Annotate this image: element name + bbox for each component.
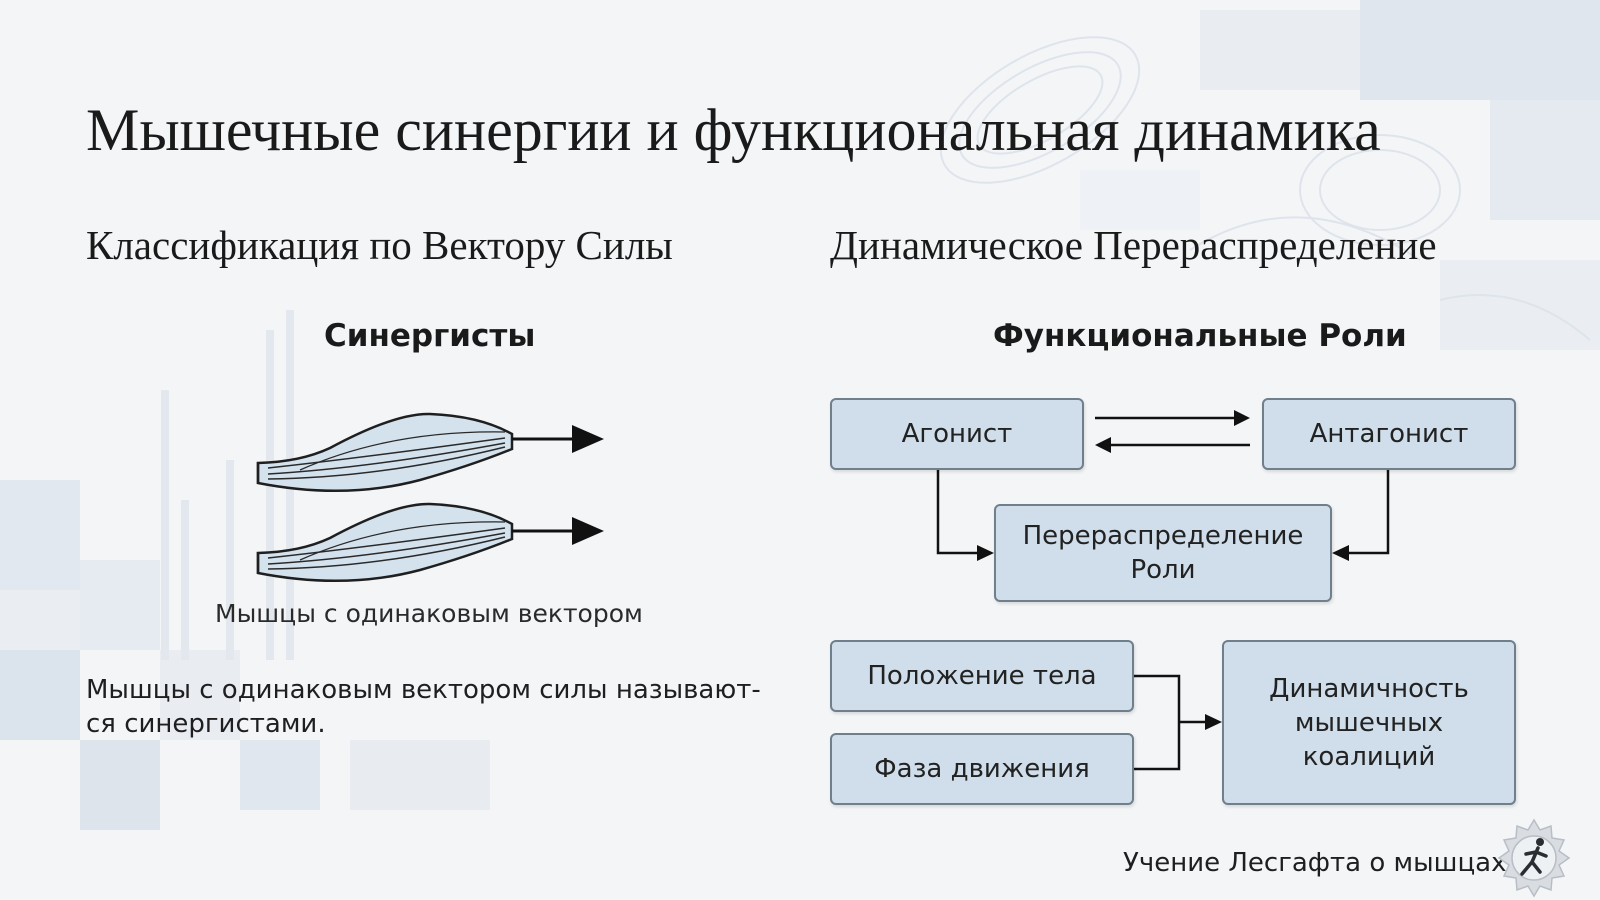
right-section-heading: Динамическое Перераспределение — [830, 222, 1437, 268]
antagonist-label: Антагонист — [1309, 419, 1469, 449]
redistribution-label: Перераспределение Роли — [1022, 521, 1304, 585]
agonist-antagonist-arrows — [1095, 410, 1250, 453]
body-position-label: Положение тела — [867, 661, 1097, 691]
force-vector-arrow-bottom — [512, 517, 604, 545]
body-position-box: Положение тела — [830, 640, 1134, 712]
antagonist-box: Антагонист — [1262, 398, 1516, 470]
movement-phase-box: Фаза движения — [830, 733, 1134, 805]
slide-title: Мышечные синергии и функциональная динам… — [86, 97, 1381, 163]
agonist-box: Агонист — [830, 398, 1084, 470]
muscle-icon — [256, 412, 514, 493]
muscle-icon — [256, 502, 514, 583]
force-vector-arrow-top — [512, 425, 604, 453]
footer-caption: Учение Лесгафта о мышцах — [1123, 848, 1507, 878]
agonist-to-redistribution-connector — [936, 470, 994, 561]
left-section-heading: Классификация по Вектору Силы — [86, 222, 673, 268]
movement-phase-label: Фаза движения — [874, 754, 1090, 784]
synergists-definition: Мышцы с одинаковым вектором силы называю… — [86, 675, 761, 739]
redistribution-box: Перераспределение Роли — [994, 504, 1332, 602]
functional-roles-heading: Функциональные Роли — [993, 318, 1407, 354]
agonist-label: Агонист — [901, 419, 1013, 449]
coalition-dynamics-box: Динамичность мышечных коалиций — [1222, 640, 1516, 805]
synergists-caption: Мышцы с одинаковым вектором — [215, 599, 643, 628]
factors-to-dynamics-connector — [1134, 674, 1222, 771]
gear-runner-logo-icon — [1497, 818, 1571, 898]
coalition-dynamics-label: Динамичность мышечных коалиций — [1269, 673, 1469, 772]
antagonist-to-redistribution-connector — [1332, 470, 1390, 561]
synergists-heading: Синергисты — [324, 318, 536, 354]
